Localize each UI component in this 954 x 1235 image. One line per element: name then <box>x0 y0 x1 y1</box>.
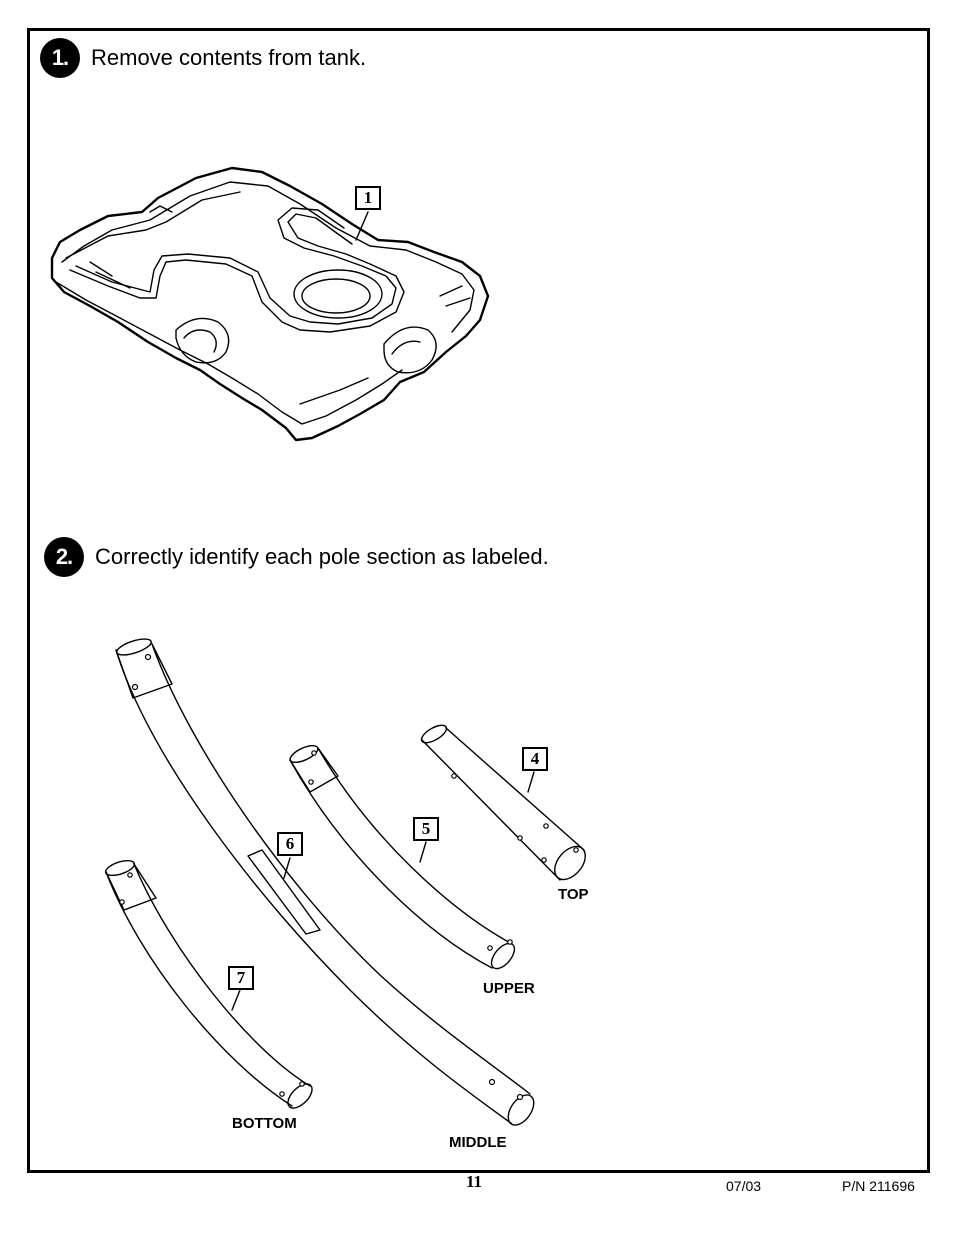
pole-label-upper: UPPER <box>483 980 535 997</box>
footer-date: 07/03 <box>726 1178 762 1194</box>
callout-tank: 1 <box>355 186 381 210</box>
callout-middle-pole: 6 <box>277 832 303 856</box>
page-number: 11 <box>466 1172 483 1191</box>
callout-top-pole: 4 <box>522 747 548 771</box>
callout-bottom-pole: 7 <box>228 966 254 990</box>
step-2-badge: 2. <box>44 537 84 577</box>
step-2: 2. Correctly identify each pole section … <box>44 537 549 577</box>
pole-label-bottom: BOTTOM <box>232 1115 297 1132</box>
pole-label-middle: MIDDLE <box>449 1134 507 1151</box>
page-frame <box>27 28 930 1173</box>
step-1: 1. Remove contents from tank. <box>40 38 366 78</box>
step-1-badge: 1. <box>40 38 80 78</box>
pole-label-top: TOP <box>558 886 589 903</box>
footer-part-number: P/N 211696 <box>842 1178 915 1194</box>
pole-top-illustration <box>420 724 586 881</box>
tank-illustration <box>50 166 490 442</box>
pole-bottom-illustration <box>104 859 313 1109</box>
callout-upper-pole: 5 <box>413 817 439 841</box>
pole-upper-illustration <box>289 744 516 970</box>
step-2-instruction: Correctly identify each pole section as … <box>95 544 549 569</box>
pole-middle-illustration <box>115 638 535 1126</box>
step-1-instruction: Remove contents from tank. <box>91 45 367 70</box>
